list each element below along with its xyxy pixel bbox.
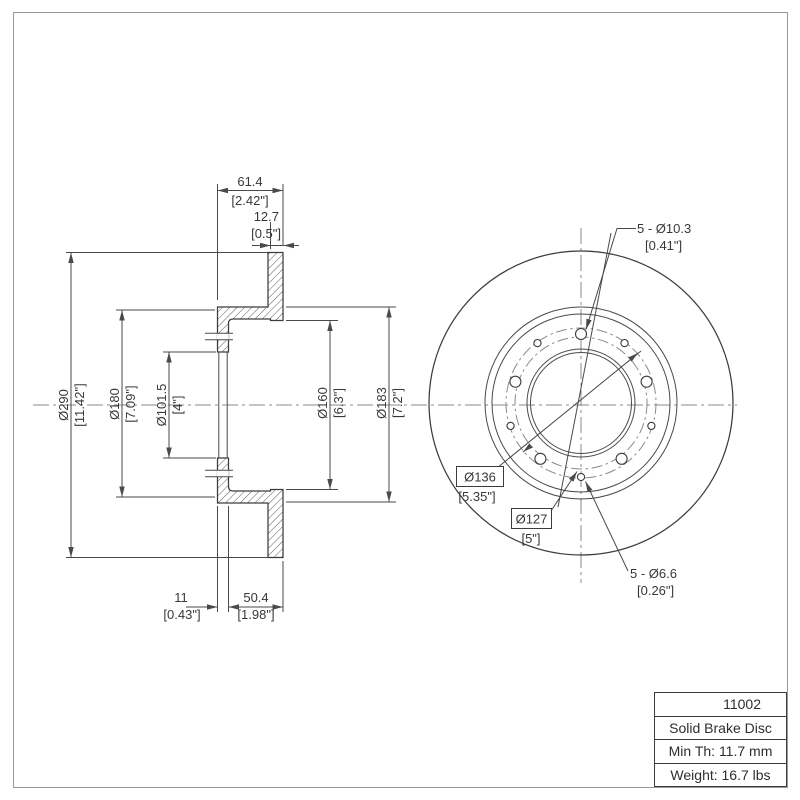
small-holes-inch: [0.26"] bbox=[637, 583, 674, 598]
small-holes-mm: 5 - Ø6.6 bbox=[630, 566, 677, 581]
dim-disc-thickness-inch: [0.5"] bbox=[251, 226, 281, 241]
lug-holes-mm: 5 - Ø10.3 bbox=[637, 221, 691, 236]
dim-hat-depth-inch: [1.98"] bbox=[237, 607, 274, 622]
hat-outer-circle bbox=[484, 306, 678, 500]
dim-hat-outer-mm: Ø183 bbox=[374, 387, 389, 419]
bolt-circle-small-mm: Ø127 bbox=[516, 512, 548, 527]
dim-outer-diameter: Ø290 [11.42"] bbox=[56, 252, 268, 558]
bolt-circle-large-box bbox=[456, 466, 504, 487]
section-upper-half bbox=[216, 251, 284, 353]
flange-hole-gap-bottom bbox=[217, 470, 229, 477]
dim-outer-diameter-inch: [11.42"] bbox=[72, 383, 87, 426]
dim-flange-thickness-mm: 11 bbox=[174, 590, 188, 605]
weight: Weight: 16.7 lbs bbox=[655, 762, 786, 787]
bolt-circle-large-inch: [5.35"] bbox=[458, 489, 495, 504]
dim-center-bore: Ø101.5 [4"] bbox=[154, 351, 216, 459]
dim-flange-thickness-inch: [0.43"] bbox=[163, 607, 200, 622]
part-info-table: 11002 Solid Brake Disc Min Th: 11.7 mm W… bbox=[654, 692, 787, 787]
section-view: 61.4 [2.42"] 12.7 [0.5"] Ø290 [11.42"] Ø… bbox=[33, 174, 737, 622]
lug-hole bbox=[574, 327, 588, 341]
product-type: Solid Brake Disc bbox=[655, 715, 786, 740]
leader-small-holes: 5 - Ø6.6 [0.26"] bbox=[585, 481, 677, 598]
dim-disc-thickness: 12.7 [0.5"] bbox=[251, 209, 299, 249]
small-hole bbox=[533, 338, 542, 348]
leader-bolt-circle-small: Ø127 [5"] bbox=[511, 232, 612, 546]
part-number: 11002 bbox=[723, 696, 761, 713]
dim-friction-inner-diameter: Ø160 [6.3"] bbox=[286, 320, 346, 490]
lug-hole bbox=[509, 375, 522, 388]
friction-inner-circle bbox=[491, 313, 671, 493]
dim-hat-outer-inch: [7.2"] bbox=[390, 388, 405, 418]
dim-flange-diameter: Ø180 [7.09"] bbox=[107, 309, 215, 498]
front-view: Ø136 [5.35"] Ø127 [5"] 5 - Ø10.3 [0.41"]… bbox=[428, 221, 734, 598]
hole-pattern bbox=[506, 327, 656, 482]
dim-outer-diameter-mm: Ø290 bbox=[56, 389, 71, 421]
dim-center-bore-mm: Ø101.5 bbox=[154, 384, 169, 427]
small-hole bbox=[620, 338, 629, 348]
section-lower-half bbox=[216, 457, 284, 559]
bore-edge-lines bbox=[218, 352, 228, 458]
dim-flange-thickness-hat-depth: 11 [0.43"] 50.4 [1.98"] bbox=[163, 506, 284, 622]
small-hole bbox=[506, 421, 515, 431]
center-bore-circle bbox=[530, 352, 632, 454]
lug-holes-inch: [0.41"] bbox=[645, 238, 682, 253]
lug-hole bbox=[534, 452, 547, 465]
dim-disc-thickness-mm: 12.7 bbox=[254, 209, 279, 224]
leader-bolt-circle-large: Ø136 [5.35"] bbox=[456, 350, 642, 504]
dim-overall-width: 61.4 [2.42"] bbox=[217, 174, 284, 300]
lug-hole bbox=[615, 452, 628, 465]
dim-friction-inner-mm: Ø160 bbox=[315, 387, 330, 419]
drawing-frame-border bbox=[13, 12, 788, 788]
small-hole bbox=[647, 421, 656, 431]
dim-hat-outer-diameter: Ø183 [7.2"] bbox=[286, 306, 405, 503]
min-thickness: Min Th: 11.7 mm bbox=[655, 739, 786, 763]
flange-hole-lines-bottom bbox=[205, 469, 233, 478]
outer-diameter-circle bbox=[428, 250, 734, 556]
bolt-circle-large-mm: Ø136 bbox=[464, 470, 496, 485]
dim-hat-depth-mm: 50.4 bbox=[243, 590, 268, 605]
dim-friction-inner-inch: [6.3"] bbox=[331, 388, 346, 418]
small-hole bbox=[576, 472, 586, 482]
leader-lug-holes: 5 - Ø10.3 [0.41"] bbox=[585, 221, 691, 330]
dim-flange-diameter-mm: Ø180 bbox=[107, 388, 122, 420]
flange-hole-lines-top bbox=[205, 332, 233, 341]
flange-hole-gap-top bbox=[217, 333, 229, 340]
bolt-circle-small-box bbox=[511, 508, 552, 529]
lug-hole bbox=[640, 375, 653, 388]
dim-overall-width-inch: [2.42"] bbox=[231, 193, 268, 208]
dim-center-bore-inch: [4"] bbox=[170, 395, 185, 414]
bolt-circle-small-inch: [5"] bbox=[521, 531, 540, 546]
dim-flange-diameter-inch: [7.09"] bbox=[123, 385, 138, 422]
dim-overall-width-mm: 61.4 bbox=[237, 174, 262, 189]
hub-chamfer-circle bbox=[526, 348, 636, 458]
